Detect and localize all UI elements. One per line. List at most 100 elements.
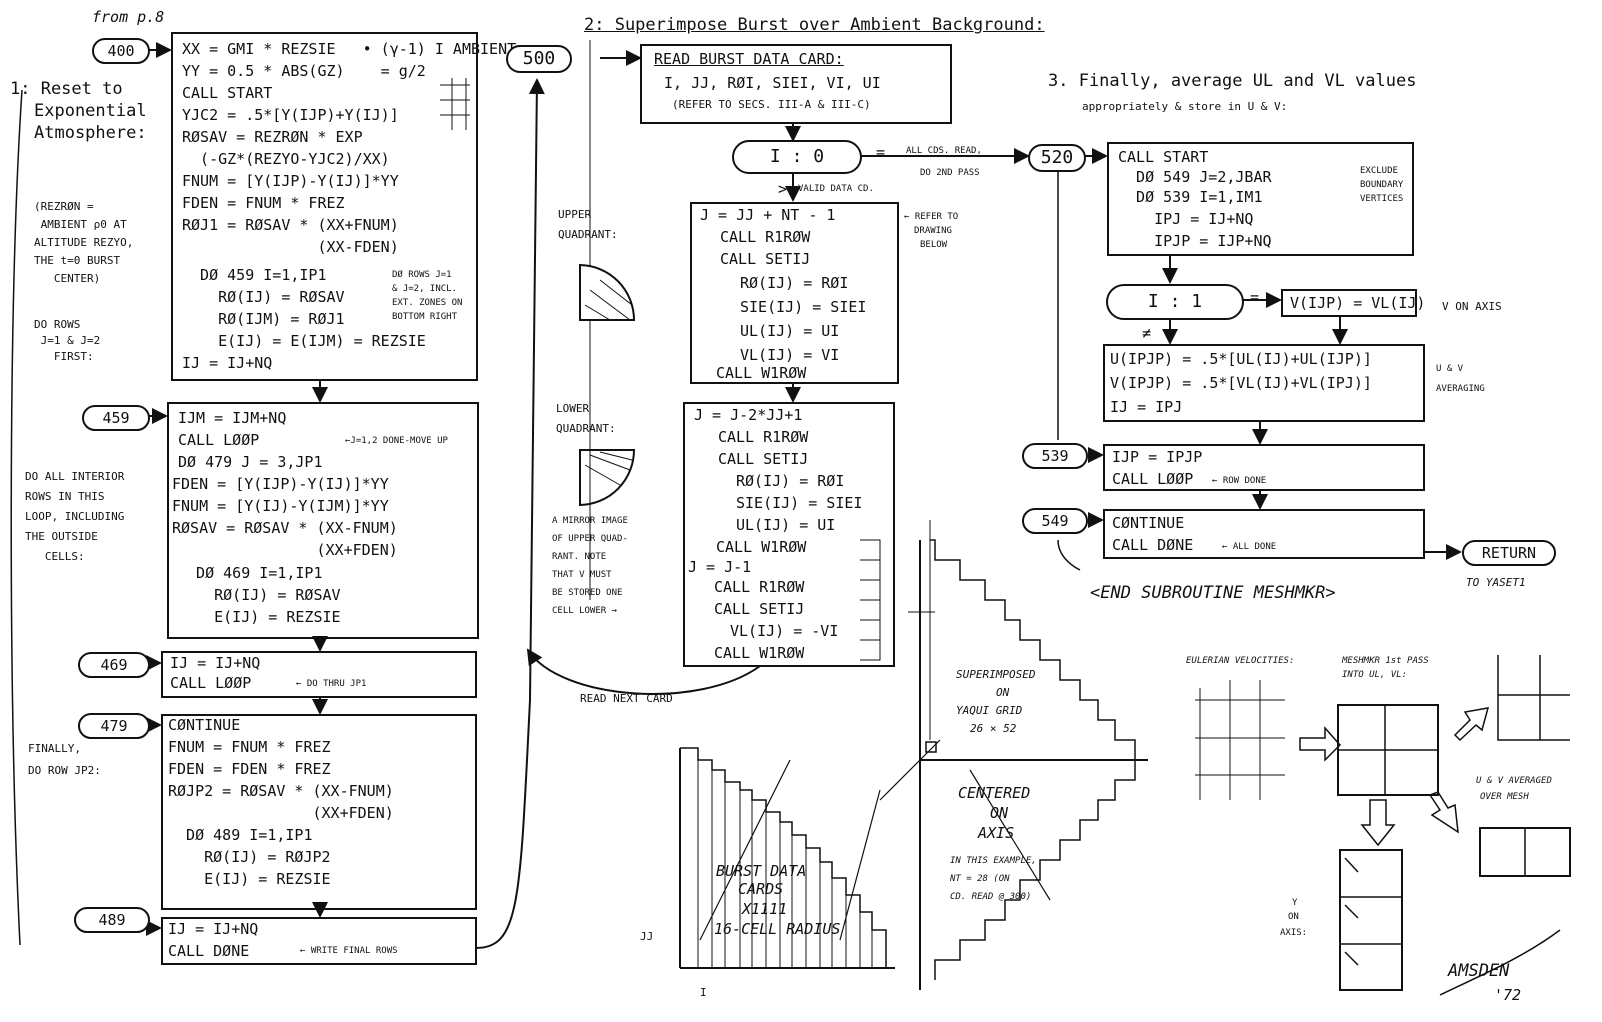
- note: ←J=1,2 DONE-MOVE UP: [345, 436, 448, 447]
- line: OF UPPER QUAD-: [552, 534, 628, 545]
- line: DØ 479 J = 3,JP1: [178, 451, 323, 473]
- line: E(IJ) = REZSIE: [168, 868, 331, 890]
- rows-note-3: FIRST:: [34, 350, 94, 363]
- decision-i-0: I : 0: [732, 140, 862, 174]
- box-489-line-2: CALL DØNE: [168, 940, 249, 962]
- rezron-note-1: (REZRØN =: [34, 200, 94, 213]
- line: RØ(IJM) = RØJ1: [182, 308, 345, 330]
- rezron-note-3: ALTITUDE REZYO,: [34, 236, 133, 249]
- label-539: 539: [1022, 443, 1088, 469]
- line: DØ 539 I=1,IM1: [1118, 186, 1263, 208]
- label-400: 400: [92, 38, 150, 64]
- ne-label: ≠: [1142, 322, 1151, 344]
- line: IJM = IJM+NQ: [178, 407, 286, 429]
- decision-i-1: I : 1: [1106, 284, 1244, 320]
- super-text-3: YAQUI GRID: [956, 704, 1022, 717]
- return-note: TO YASET1: [1466, 576, 1526, 589]
- line: E(IJ) = REZSIE: [178, 606, 341, 628]
- line: BE STORED ONE: [552, 588, 622, 599]
- line: CALL SETIJ: [720, 248, 810, 270]
- burst-text-4: 16-CELL RADIUS: [714, 918, 840, 940]
- line: (XX+FDEN): [172, 539, 398, 561]
- line: RØ(IJ) = RØSAV: [182, 286, 345, 308]
- burst-text-2: CARDS: [738, 878, 783, 900]
- label-469: 469: [78, 652, 150, 678]
- avg-line-1: U(IPJP) = .5*[UL(IJ)+UL(IJP)]: [1110, 348, 1372, 370]
- line: IPJ = IJ+NQ: [1118, 208, 1253, 230]
- example-text-2: NT = 28 (ON: [950, 874, 1010, 885]
- section-2-title: 2: Superimpose Burst over Ambient Backgr…: [584, 14, 1045, 36]
- line: CALL R1RØW: [714, 576, 804, 598]
- line: DØ 469 I=1,IP1: [178, 562, 323, 584]
- v-on-axis-text: V(IJP) = VL(IJ): [1290, 292, 1425, 314]
- label-459: 459: [82, 405, 150, 431]
- rezron-note-2: AMBIENT ρ0 AT: [34, 218, 127, 231]
- label-479: 479: [78, 713, 150, 739]
- line: RANT. NOTE: [552, 552, 606, 563]
- avg-note-2: AVERAGING: [1436, 384, 1485, 395]
- box-539-line-1: IJP = IPJP: [1112, 446, 1202, 468]
- super-text-2: ON: [996, 686, 1009, 699]
- line: CALL START: [1118, 146, 1208, 168]
- refer-note-3: BELOW: [920, 240, 947, 251]
- exclude-note: EXCLUDE: [1360, 166, 1398, 177]
- eq-label-2: =: [1250, 286, 1259, 308]
- centered-text-2: ON: [990, 802, 1008, 824]
- line: RØ(IJ) = RØI: [740, 272, 848, 294]
- line: (XX-FDEN): [182, 236, 399, 258]
- line: FNUM = [Y(IJP)-Y(IJ)]*YY: [182, 170, 399, 192]
- avg-line-3: IJ = IPJ: [1110, 396, 1182, 418]
- line: VL(IJ) = -VI: [730, 620, 838, 642]
- line: CALL W1RØW: [716, 536, 806, 558]
- valid-note: VALID DATA CD.: [798, 184, 874, 195]
- line: CALL START: [182, 82, 272, 104]
- line: CALL SETIJ: [718, 448, 808, 470]
- line: RØSAV = RØSAV * (XX-FNUM): [172, 517, 398, 539]
- uv-averaged-2: OVER MESH: [1480, 792, 1529, 803]
- read-card-line-1: READ BURST DATA CARD:: [654, 48, 844, 70]
- line: FDEN = [Y(IJP)-Y(IJ)]*YY: [172, 473, 389, 495]
- line: CALL SETIJ: [714, 598, 804, 620]
- side-note: EXT. ZONES ON: [392, 298, 462, 309]
- interior-note-3: LOOP, INCLUDING: [25, 510, 124, 523]
- box-549-line-1: CØNTINUE: [1112, 512, 1184, 534]
- box-489-line-1: IJ = IJ+NQ: [168, 918, 258, 940]
- all-read-note: ALL CDS. READ,: [906, 146, 982, 157]
- line: YJC2 = .5*[Y(IJP)+Y(IJ)]: [182, 104, 399, 126]
- end-subroutine: <END SUBROUTINE MESHMKR>: [1090, 582, 1336, 604]
- line: SIE(IJ) = SIEI: [740, 296, 866, 318]
- exclude-note: BOUNDARY: [1360, 180, 1403, 191]
- finally-note-1: FINALLY,: [28, 742, 81, 755]
- centered-text-1: CENTERED: [958, 782, 1030, 804]
- box-539-note: ← ROW DONE: [1212, 476, 1266, 487]
- avg-note-1: U & V: [1436, 364, 1463, 375]
- line: CØNTINUE: [168, 714, 240, 736]
- line: A MIRROR IMAGE: [552, 516, 628, 527]
- uv-averaged-1: U & V AVERAGED: [1476, 776, 1552, 787]
- line: (XX+FDEN): [168, 802, 394, 824]
- line: J = J-1: [688, 556, 751, 578]
- line: XX = GMI * REZSIE • (γ-1) I AMBIENT: [182, 38, 516, 60]
- box-469-line-2: CALL LØØP: [170, 672, 251, 694]
- line: FNUM = FNUM * FREZ: [168, 736, 331, 758]
- section-1-title-2: Exponential: [34, 100, 147, 122]
- label-549: 549: [1022, 508, 1088, 534]
- section-3-title-1: 3. Finally, average UL and VL values: [1048, 70, 1416, 92]
- line: RØSAV = REZRØN * EXP: [182, 126, 363, 148]
- label-500: 500: [506, 45, 572, 73]
- line: CALL LØØP: [178, 429, 259, 451]
- second-pass-note: DO 2ND PASS: [920, 168, 980, 179]
- box-489-note: ← WRITE FINAL ROWS: [300, 946, 398, 957]
- line: THAT V MUST: [552, 570, 612, 581]
- line: CALL R1RØW: [720, 226, 810, 248]
- line: IJ = IJ+NQ: [182, 352, 272, 374]
- line: SIE(IJ) = SIEI: [736, 492, 862, 514]
- eulerian-label: EULERIAN VELOCITIES:: [1186, 656, 1294, 667]
- rezron-note-4: THE t=0 BURST: [34, 254, 120, 267]
- line: (-GZ*(REZYO-YJC2)/XX): [182, 148, 390, 170]
- example-text-3: CD. READ @ 300): [950, 892, 1031, 903]
- line: CALL W1RØW: [716, 362, 806, 384]
- line: DØ 489 I=1,IP1: [168, 824, 313, 846]
- interior-note-1: DO ALL INTERIOR: [25, 470, 124, 483]
- side-note: & J=2, INCL.: [392, 284, 457, 295]
